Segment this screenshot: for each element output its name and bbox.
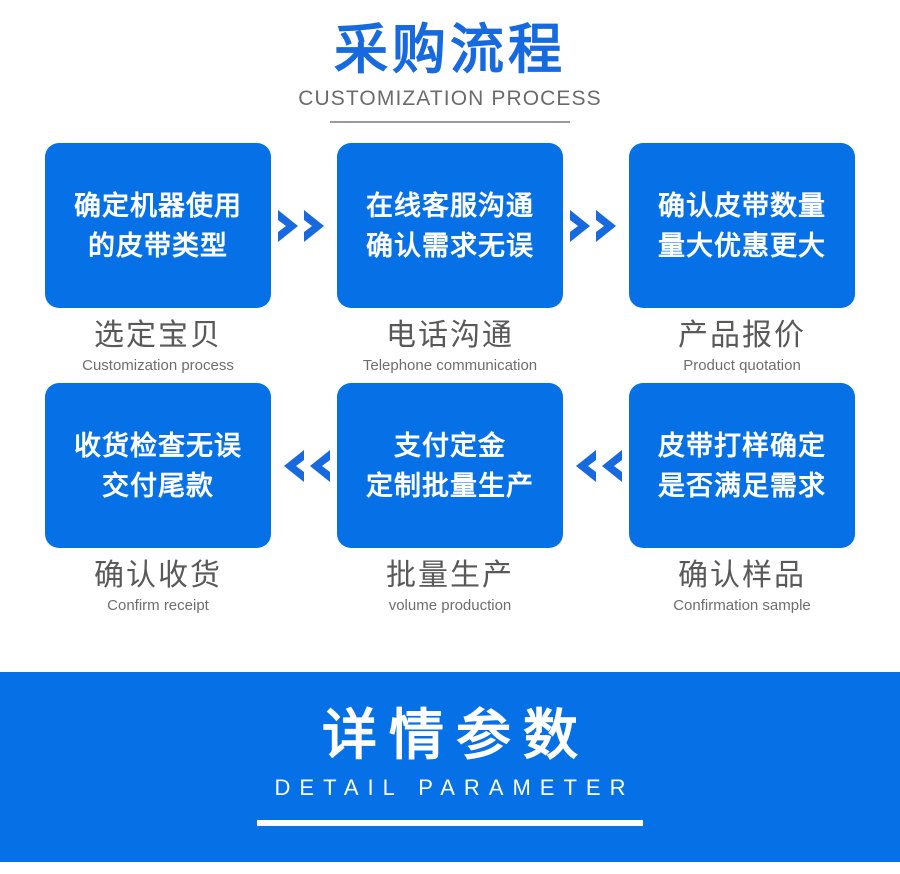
flow-step-5-caption-en: volume production xyxy=(388,597,512,614)
header-divider xyxy=(330,121,570,123)
flow-step-4-box[interactable]: 皮带打样确定 是否满足需求 xyxy=(629,383,855,548)
flow-step-1[interactable]: 确定机器使用 的皮带类型 选定宝贝 Customization process xyxy=(45,143,271,375)
double-chevron-right-icon-1 xyxy=(271,143,337,308)
page-subtitle: CUSTOMIZATION PROCESS xyxy=(298,87,602,110)
flow-step-3-box[interactable]: 确认皮带数量 量大优惠更大 xyxy=(629,143,855,308)
double-chevron-left-icon-1 xyxy=(271,383,337,548)
page-header: 采购流程 CUSTOMIZATION PROCESS xyxy=(0,0,900,123)
banner-title: 详情参数 xyxy=(321,704,590,766)
flow-step-6-box[interactable]: 收货检查无误 交付尾款 xyxy=(45,383,271,548)
double-chevron-right-icon-2 xyxy=(563,143,629,308)
flow-step-3-box-line-1: 确认皮带数量 xyxy=(658,190,826,221)
flow-step-3-caption-en: Product quotation xyxy=(683,357,801,374)
flow-row-1: 确定机器使用 的皮带类型 选定宝贝 Customization process … xyxy=(0,143,900,375)
flow-step-5-box-line-2: 定制批量生产 xyxy=(366,470,534,501)
flow-step-5-box-line-1: 支付定金 xyxy=(394,430,506,461)
flow-step-6-caption-en: Confirm receipt xyxy=(107,597,209,614)
flow-step-6-box-line-2: 交付尾款 xyxy=(102,470,214,501)
flow-step-2-box-line-1: 在线客服沟通 xyxy=(366,190,534,221)
flow-step-2-caption-en: Telephone communication xyxy=(362,357,538,374)
process-flow: 确定机器使用 的皮带类型 选定宝贝 Customization process … xyxy=(0,143,900,615)
flow-step-1-box[interactable]: 确定机器使用 的皮带类型 xyxy=(45,143,271,308)
page-title: 采购流程 xyxy=(334,20,566,80)
flow-step-2-box[interactable]: 在线客服沟通 确认需求无误 xyxy=(337,143,563,308)
flow-step-6[interactable]: 收货检查无误 交付尾款 确认收货 Confirm receipt xyxy=(45,383,271,615)
flow-step-5-caption-cn: 批量生产 xyxy=(386,559,514,592)
flow-step-5-box[interactable]: 支付定金 定制批量生产 xyxy=(337,383,563,548)
banner-divider xyxy=(257,820,643,826)
flow-step-5[interactable]: 支付定金 定制批量生产 批量生产 volume production xyxy=(337,383,563,615)
flow-row-2: 收货检查无误 交付尾款 确认收货 Confirm receipt 支付定金 定制… xyxy=(0,383,900,615)
flow-step-2[interactable]: 在线客服沟通 确认需求无误 电话沟通 Telephone communicati… xyxy=(337,143,563,375)
flow-step-3-caption-cn: 产品报价 xyxy=(678,319,806,352)
flow-step-4-caption-cn: 确认样品 xyxy=(678,559,806,592)
flow-step-2-caption-cn: 电话沟通 xyxy=(386,319,514,352)
flow-step-6-caption-cn: 确认收货 xyxy=(94,559,222,592)
flow-step-3[interactable]: 确认皮带数量 量大优惠更大 产品报价 Product quotation xyxy=(629,143,855,375)
banner-subtitle: DETAIL PARAMETER xyxy=(274,775,635,800)
double-chevron-left-icon-2 xyxy=(563,383,629,548)
flow-step-3-box-line-2: 量大优惠更大 xyxy=(658,230,826,261)
flow-step-1-box-line-2: 的皮带类型 xyxy=(88,230,228,261)
flow-step-4-box-line-2: 是否满足需求 xyxy=(658,470,826,501)
flow-step-4-caption-en: Confirmation sample xyxy=(673,597,811,614)
flow-step-1-caption-en: Customization process xyxy=(82,357,234,374)
detail-parameter-banner: 详情参数 DETAIL PARAMETER xyxy=(0,672,900,862)
flow-step-4[interactable]: 皮带打样确定 是否满足需求 确认样品 Confirmation sample xyxy=(629,383,855,615)
flow-step-1-box-line-1: 确定机器使用 xyxy=(74,190,242,221)
flow-step-4-box-line-1: 皮带打样确定 xyxy=(658,430,826,461)
flow-step-6-box-line-1: 收货检查无误 xyxy=(74,430,242,461)
flow-step-2-box-line-2: 确认需求无误 xyxy=(366,230,534,261)
flow-step-1-caption-cn: 选定宝贝 xyxy=(94,319,222,352)
